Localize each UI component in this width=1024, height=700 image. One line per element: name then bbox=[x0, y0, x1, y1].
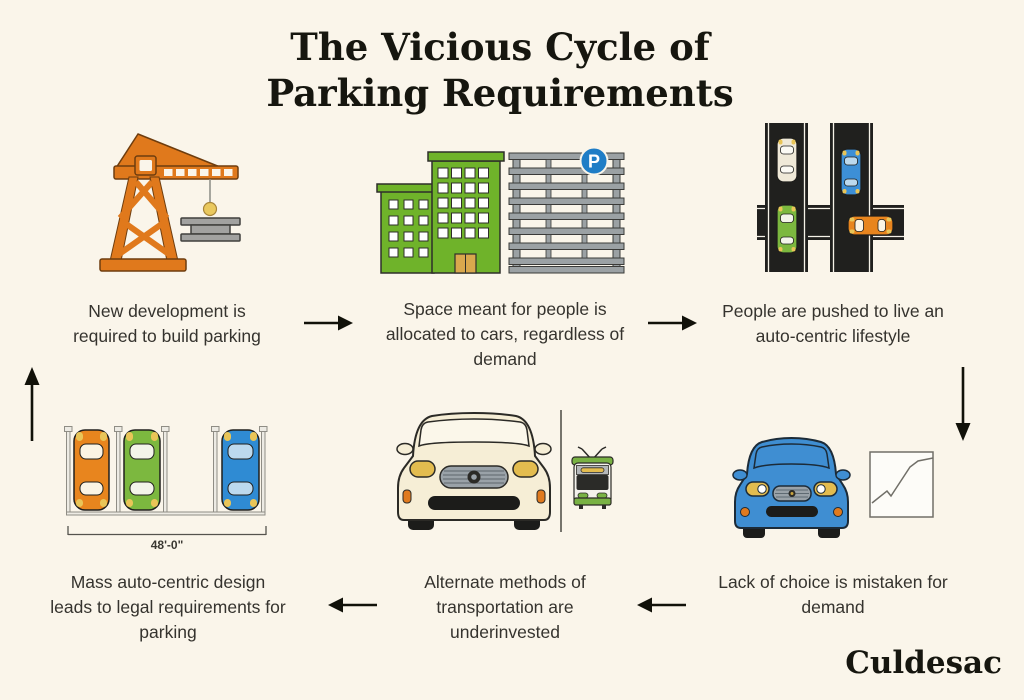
tram-front-view bbox=[571, 446, 614, 509]
steel-i-beam bbox=[180, 217, 241, 242]
demand-trend-chart bbox=[869, 451, 934, 518]
arrow-left-step4-to-step5 bbox=[637, 597, 686, 613]
garage-floor-slabs bbox=[508, 152, 625, 274]
title-line-1: The Vicious Cycle of bbox=[290, 25, 710, 69]
crane-structure bbox=[99, 133, 239, 272]
crane-lattice bbox=[113, 180, 175, 260]
arrow-left-step5-to-step6 bbox=[328, 597, 377, 613]
construction-crane-icon bbox=[99, 133, 241, 272]
roads-with-cars-icon bbox=[757, 123, 904, 272]
car-orange-topdown bbox=[847, 215, 894, 236]
suv-front-view bbox=[396, 411, 552, 530]
crane-hook-and-beam bbox=[180, 179, 241, 242]
step-label-3: People are pushed to live an auto-centri… bbox=[722, 301, 944, 346]
car-headlight-left bbox=[745, 481, 770, 497]
car-versus-tram-icon bbox=[396, 410, 614, 532]
title-line-2: Parking Requirements bbox=[266, 71, 734, 115]
tram-destination-sign bbox=[580, 467, 605, 473]
parked-car-green bbox=[123, 429, 161, 511]
step-label-6: Mass auto-centric design leads to legal … bbox=[50, 572, 286, 642]
step-label-2: Space meant for people is allocated to c… bbox=[385, 299, 625, 369]
suv-grille bbox=[439, 465, 509, 489]
parking-width-label: 48'-0" bbox=[151, 538, 184, 552]
dimension-line bbox=[67, 526, 267, 536]
car-white-topdown bbox=[776, 137, 798, 183]
parked-car-orange bbox=[73, 429, 110, 511]
car-blue-topdown bbox=[840, 148, 862, 196]
parking-space-lines bbox=[64, 426, 268, 516]
car-windshield bbox=[753, 443, 830, 470]
arrow-right-step2-to-step3 bbox=[648, 315, 697, 331]
step-label-5: Alternate methods of transportation are … bbox=[424, 572, 586, 642]
car-headlight-right bbox=[813, 481, 838, 497]
suv-headlight-right bbox=[512, 460, 539, 478]
brand-logo: Culdesac bbox=[845, 645, 1002, 681]
tram-windshield bbox=[576, 475, 609, 490]
step-label-1: New development is required to build par… bbox=[73, 301, 261, 346]
car-green-topdown bbox=[776, 204, 798, 254]
vertical-road-right bbox=[830, 123, 873, 272]
trend-line bbox=[871, 457, 934, 504]
arrow-up-step6-to-step1 bbox=[24, 367, 40, 441]
car-demand-chart-icon bbox=[732, 436, 934, 538]
blue-car-front-view bbox=[732, 436, 851, 538]
arrow-down-step3-to-step4 bbox=[955, 367, 971, 441]
parking-garage: P bbox=[508, 146, 625, 274]
parking-spaces-icon: 48'-0" bbox=[64, 426, 268, 552]
buildings-parking-garage-icon: P bbox=[376, 146, 625, 274]
green-buildings bbox=[376, 151, 505, 274]
step-label-4: Lack of choice is mistaken for demand bbox=[718, 572, 948, 617]
suv-headlight-left bbox=[409, 460, 436, 478]
car-grille bbox=[772, 485, 812, 502]
suv-windshield bbox=[418, 418, 530, 448]
page-title: The Vicious Cycle of Parking Requirement… bbox=[0, 24, 1000, 116]
crane-jib-holes bbox=[164, 169, 233, 176]
parking-sign-letter: P bbox=[588, 152, 600, 172]
building-windows bbox=[388, 167, 489, 258]
parking-sign: P bbox=[579, 146, 609, 176]
parked-car-blue bbox=[221, 429, 260, 511]
arrow-right-step1-to-step2 bbox=[304, 315, 353, 331]
